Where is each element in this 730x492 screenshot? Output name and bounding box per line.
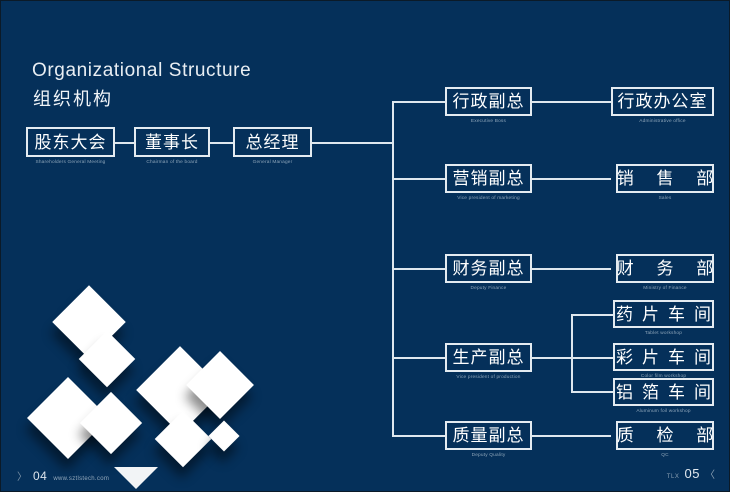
node-dept-tablet-workshop[interactable]: 药片车间 (613, 300, 714, 328)
decorative-diamond-cluster (26, 285, 341, 491)
node-subtitle-en: QC (661, 452, 669, 458)
connector-line (392, 268, 446, 270)
node-shareholders-meeting[interactable]: 股东大会 (26, 127, 115, 157)
footer-triangle-decoration (114, 467, 158, 489)
node-subtitle-en: Executive Boss (470, 118, 507, 124)
node-subtitle-en: Tablet workshop (644, 330, 683, 336)
node-dept-finance[interactable]: 财 务 部 (616, 254, 714, 283)
node-label-cn: 彩片车间 (616, 347, 720, 367)
node-label-cn: 质量副总 (452, 426, 525, 445)
node-subtitle-en: Vice president of marketing (457, 195, 520, 201)
node-label-cn: 质 检 部 (616, 426, 723, 445)
node-label-cn: 董事长 (145, 132, 199, 152)
node-subtitle-en: Sales (658, 195, 672, 201)
node-label-cn: 行政办公室 (617, 92, 708, 111)
diamond-shape (154, 410, 212, 468)
node-subtitle-en: Vice president of production (456, 374, 521, 380)
node-vp-production[interactable]: 生产副总 (445, 343, 532, 372)
node-label-cn: 股东大会 (34, 132, 107, 152)
node-chairman[interactable]: 董事长 (134, 127, 210, 157)
page-number-right: 05 (684, 466, 700, 481)
diamond-shape (79, 391, 143, 455)
node-label-cn: 总经理 (245, 132, 300, 152)
node-general-manager[interactable]: 总经理 (233, 127, 312, 157)
connector-line (531, 101, 611, 103)
node-label-cn: 销 售 部 (616, 169, 723, 188)
diamond-shape (136, 346, 224, 434)
node-label-cn: 财 务 部 (616, 259, 723, 278)
node-subtitle-en: Administrative office (639, 118, 686, 124)
connector-line (392, 101, 446, 103)
diamond-shape (78, 330, 136, 388)
diamond-shape (26, 376, 110, 460)
connector-line (531, 435, 611, 437)
chevron-right-icon: 〉 (17, 472, 27, 483)
node-vp-quality[interactable]: 质量副总 (445, 421, 532, 450)
diamond-shape (52, 285, 126, 359)
node-subtitle-en: General Manager (252, 159, 293, 165)
node-subtitle-en: Deputy Finance (470, 285, 507, 291)
connector-line (571, 391, 613, 393)
website-url[interactable]: www.sztlstech.com (53, 476, 110, 482)
page-number-left: 04 (33, 469, 48, 483)
connector-line (114, 142, 135, 144)
node-dept-qc[interactable]: 质 检 部 (616, 421, 714, 450)
node-dept-administrative-office[interactable]: 行政办公室 (611, 87, 714, 116)
page-title-chinese: 组织机构 (33, 89, 113, 109)
connector-line (531, 178, 611, 180)
node-subtitle-en: Shareholders General Meeting (35, 159, 106, 165)
chevron-left-icon: 〈 (705, 470, 715, 481)
node-vp-executive[interactable]: 行政副总 (445, 87, 532, 116)
diamond-shape (186, 351, 254, 419)
connector-line (571, 357, 613, 359)
connector-line (311, 142, 394, 144)
connector-subtrunk-vertical (571, 314, 573, 392)
node-subtitle-en: Chairman of the board (146, 159, 198, 165)
node-label-cn: 铝箔车间 (616, 382, 720, 402)
connector-line (531, 357, 573, 359)
node-label-cn: 药片车间 (616, 304, 720, 324)
node-dept-sales[interactable]: 销 售 部 (616, 164, 714, 193)
connector-line (209, 142, 234, 144)
node-subtitle-en: Color film workshop (640, 373, 687, 379)
connector-line (392, 178, 446, 180)
connector-line (571, 314, 613, 316)
brand-label: TLX (666, 474, 680, 480)
node-subtitle-en: Deputy Quality (471, 452, 506, 458)
node-label-cn: 财务副总 (452, 259, 525, 278)
node-label-cn: 行政副总 (452, 92, 525, 111)
connector-line (392, 357, 446, 359)
node-dept-aluminum-foil-workshop[interactable]: 铝箔车间 (613, 378, 714, 406)
node-label-cn: 生产副总 (452, 348, 525, 367)
node-vp-finance[interactable]: 财务副总 (445, 254, 532, 283)
node-subtitle-en: Aluminum foil workshop (636, 408, 691, 414)
page-title-english: Organizational Structure (32, 60, 252, 81)
node-vp-marketing[interactable]: 营销副总 (445, 164, 532, 193)
footer-right: TLX 05 〈 (667, 466, 715, 481)
connector-line (531, 268, 611, 270)
node-subtitle-en: Ministry of Finance (643, 285, 687, 291)
footer-left: 〉 04 www.sztlstech.com (17, 468, 109, 483)
node-dept-color-film-workshop[interactable]: 彩片车间 (613, 343, 714, 371)
diamond-shape (208, 420, 240, 452)
connector-line (392, 435, 446, 437)
node-label-cn: 营销副总 (452, 169, 525, 188)
